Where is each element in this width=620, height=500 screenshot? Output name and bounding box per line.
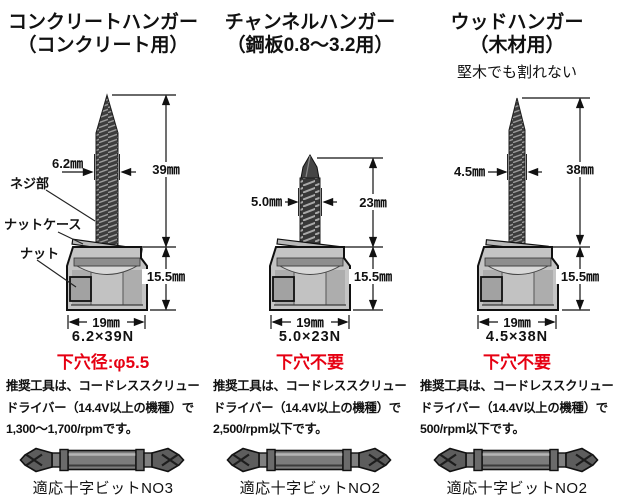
tool-text-line: ドライバー（14.4V以上の機種）で: [213, 400, 401, 415]
screw-drawing: [66, 93, 148, 311]
case-height-dimension-label: 15.5㎜: [147, 269, 185, 284]
thread-part-label: ネジ部: [10, 176, 49, 191]
model-number: 4.5×38N: [485, 329, 549, 345]
recommended-tool-text: 推奨工具は、コードレススクリュー ドライバー（14.4V以上の機種）で 1,30…: [6, 376, 206, 441]
wood-hanger-diagram: 38㎜ 15.5㎜ 19㎜ 4.5㎜: [454, 97, 604, 330]
diameter-dimension-label: 5.0㎜: [251, 194, 282, 209]
tool-text-line: 2,500/rpm以下です。: [213, 422, 328, 436]
length-dimension-label: 39㎜: [152, 162, 179, 177]
channel-hanger-diagram: 23㎜ 15.5㎜ 19㎜ 5.0㎜: [251, 154, 397, 330]
tool-text-line: 推奨工具は、コードレススクリュー: [420, 379, 614, 393]
nut-case-part-label: ナットケース: [4, 217, 81, 232]
dimension-lines: [270, 157, 383, 329]
case-height-dimension-label: 15.5㎜: [354, 269, 392, 284]
length-dimension-label: 23㎜: [359, 195, 386, 210]
nut-part-label: ナット: [20, 246, 59, 261]
length-dimension-label: 38㎜: [566, 162, 593, 177]
column-title: チャンネルハンガー: [224, 12, 396, 33]
screw-drawing: [477, 97, 559, 311]
hardwood-note: 堅木でも割れない: [456, 64, 577, 81]
base-width-dimension-label: 19㎜: [296, 315, 323, 330]
pilot-hole-note: 下穴径:φ5.5: [56, 353, 150, 372]
tool-text-line: 500/rpm以下です。: [420, 422, 525, 436]
tool-text-line: ドライバー（14.4V以上の機種）で: [6, 400, 194, 415]
leader-lines: [36, 189, 96, 288]
column-channel-hanger: チャンネルハンガー （鋼板0.8～3.2用）: [207, 0, 413, 500]
tool-text-line: 推奨工具は、コードレススクリュー: [213, 379, 407, 393]
nut-case-drawing: [66, 246, 148, 311]
tool-text-line: 推奨工具は、コードレススクリュー: [6, 379, 200, 393]
model-number: 6.2×39N: [71, 329, 135, 345]
concrete-hanger-diagram: 39㎜ 15.5㎜ 19㎜ 6.2㎜ ネジ部 ナットケース ナット: [4, 93, 190, 330]
tool-text-line: ドライバー（14.4V以上の機種）で: [420, 400, 608, 415]
base-width-dimension-label: 19㎜: [503, 315, 530, 330]
bit-caption: 適応十字ビットNO2: [446, 480, 588, 497]
nut-case-drawing: [269, 246, 351, 311]
phillips-bit-drawing: [433, 447, 599, 473]
bit-caption: 適応十字ビットNO2: [239, 480, 381, 497]
column-title: ウッドハンガー: [450, 12, 584, 33]
column-concrete-hanger: コンクリートハンガー （コンクリート用）: [0, 0, 206, 500]
tool-text-line: 1,300～1,700/rpmです。: [6, 422, 138, 436]
screw-drawing: [269, 154, 351, 311]
column-subtitle: （木材用）: [469, 35, 565, 56]
column-wood-hanger: ウッドハンガー （木材用） 堅木でも割れない: [414, 0, 620, 500]
base-width-dimension-label: 19㎜: [92, 315, 119, 330]
phillips-bit-drawing: [19, 447, 185, 473]
bit-caption: 適応十字ビットNO3: [32, 480, 174, 497]
model-number: 5.0×23N: [278, 329, 342, 345]
pilot-hole-note: 下穴不要: [276, 353, 344, 372]
column-title: コンクリートハンガー: [7, 12, 198, 33]
recommended-tool-text: 推奨工具は、コードレススクリュー ドライバー（14.4V以上の機種）で 500/…: [420, 376, 620, 441]
phillips-bit-drawing: [226, 447, 392, 473]
column-subtitle: （鋼板0.8～3.2用）: [226, 35, 394, 56]
nut-case-drawing: [477, 246, 559, 311]
diameter-dimension-label: 4.5㎜: [454, 164, 485, 179]
column-subtitle: （コンクリート用）: [17, 35, 189, 56]
recommended-tool-text: 推奨工具は、コードレススクリュー ドライバー（14.4V以上の機種）で 2,50…: [213, 376, 413, 441]
diameter-dimension-label: 6.2㎜: [52, 156, 83, 171]
case-height-dimension-label: 15.5㎜: [561, 269, 599, 284]
pilot-hole-note: 下穴不要: [483, 353, 551, 372]
